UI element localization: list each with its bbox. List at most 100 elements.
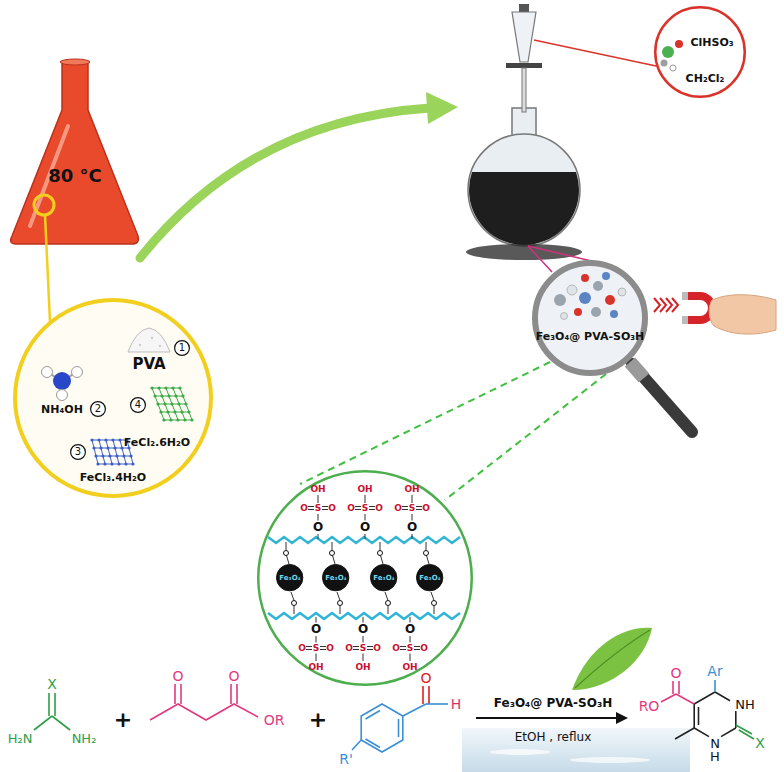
reaction-arrow <box>616 712 628 724</box>
atom-label: S <box>409 504 415 513</box>
catalyst-particles <box>567 285 577 295</box>
plus-sign: + <box>114 709 132 731</box>
water-surface <box>570 757 650 763</box>
atom-label: O <box>392 644 400 653</box>
crystal-lattice <box>110 462 113 465</box>
magnet <box>682 316 688 324</box>
crystal-lattice <box>150 386 153 389</box>
crystal-lattice <box>94 454 97 457</box>
product-structure <box>676 694 694 704</box>
atom-label: H₂N <box>8 732 33 745</box>
crystal-lattice <box>113 440 119 464</box>
heating-marker <box>34 195 54 322</box>
crystal-lattice <box>155 396 183 397</box>
polymer-chain <box>402 506 408 507</box>
plus-sign: + <box>309 709 327 731</box>
magnifier-lens-outline <box>532 260 648 376</box>
atom-label: O <box>375 504 383 513</box>
magnet <box>682 292 688 300</box>
atom-label: O <box>298 644 306 653</box>
crystal-lattice <box>183 418 186 421</box>
polymer-chain <box>414 649 420 650</box>
ammonia-molecule <box>72 367 83 378</box>
polymer-chain <box>402 509 408 510</box>
atom-label: O <box>345 644 353 653</box>
fe3o4-particle: Fe₃O₄ <box>322 564 349 591</box>
polymer-chain <box>410 654 411 662</box>
crystal-lattice <box>120 440 126 464</box>
crystal-lattice <box>180 388 192 420</box>
polymer-chain <box>291 592 294 601</box>
polymer-chain <box>388 606 389 615</box>
polymer-chain <box>386 601 391 606</box>
crystal-lattice <box>171 386 174 389</box>
crystal-lattice <box>158 404 186 405</box>
catalyst-particles <box>574 308 582 316</box>
heating-marker <box>34 195 54 215</box>
polymer-chain <box>416 509 422 510</box>
urea-structure <box>34 716 52 730</box>
atom-label: O <box>326 644 334 653</box>
polymer-chain <box>363 654 364 662</box>
atom-label: N <box>710 737 720 750</box>
crystal-lattice <box>103 462 106 465</box>
reagent-callout: ClHSO₃CH₂Cl₂ <box>654 6 746 98</box>
dropping-funnel <box>506 4 542 112</box>
polymer-chain <box>367 649 373 650</box>
crystal-lattice <box>156 402 159 405</box>
atom-label: O <box>394 504 402 513</box>
crystal-lattice <box>161 412 189 413</box>
product-structure <box>672 681 674 694</box>
crystal-lattice <box>118 438 121 441</box>
callout-circle-ring <box>71 445 86 460</box>
crystal-lattice <box>176 418 179 421</box>
crystal-lattice <box>90 438 134 465</box>
polymer-chain <box>292 601 297 606</box>
polymer-chain <box>353 649 359 650</box>
crystal-lattice <box>98 464 133 465</box>
product-structure <box>739 730 754 739</box>
polymer-chain <box>318 495 319 503</box>
polymer-chain <box>424 551 429 556</box>
atom-label: O <box>360 521 370 533</box>
reagent-label: CH₂Cl₂ <box>686 73 725 84</box>
polymer-chain <box>318 514 319 521</box>
polymer-chain <box>322 509 328 510</box>
product-structure <box>661 694 676 702</box>
crystal-lattice <box>157 386 160 389</box>
polymer-chain <box>306 646 312 647</box>
benzaldehyde-structure <box>422 686 424 704</box>
atom-label: H <box>710 750 720 763</box>
polymer-chain <box>333 556 336 565</box>
dropping-funnel <box>522 68 526 112</box>
crystal-lattice <box>169 418 172 421</box>
atom-label: O <box>347 504 355 513</box>
heating-marker <box>45 215 50 322</box>
benzaldehyde-structure <box>366 711 381 720</box>
reagent-molecules <box>670 65 676 71</box>
crystal-lattice <box>164 420 192 421</box>
polymer-chain <box>316 636 317 643</box>
reagent-label: FeCl₃.4H₂O <box>80 472 146 483</box>
catalyst-particles <box>593 281 603 291</box>
reagent-molecules <box>675 40 683 48</box>
acetoacetate-structure <box>150 704 258 720</box>
atom-label: OH <box>308 663 323 672</box>
pva-powder <box>128 328 170 352</box>
atom-label: NH₂ <box>72 732 97 745</box>
atom-label: S <box>315 504 321 513</box>
atom-label: O <box>328 504 336 513</box>
reagent-circle-ring <box>15 300 211 496</box>
atom-label: OH <box>402 663 417 672</box>
product-structure <box>675 728 694 739</box>
atom-label: O <box>300 504 308 513</box>
catalyst-particles <box>602 272 610 280</box>
crystal-lattice <box>160 394 163 397</box>
crystal-lattice <box>162 418 165 421</box>
callout-circle-ring <box>131 398 146 413</box>
callout-number: 1 <box>179 343 185 353</box>
crystal-lattice <box>184 402 187 405</box>
polymer-chain <box>355 506 361 507</box>
catalyst-particles <box>610 310 618 318</box>
magnet <box>672 298 678 312</box>
